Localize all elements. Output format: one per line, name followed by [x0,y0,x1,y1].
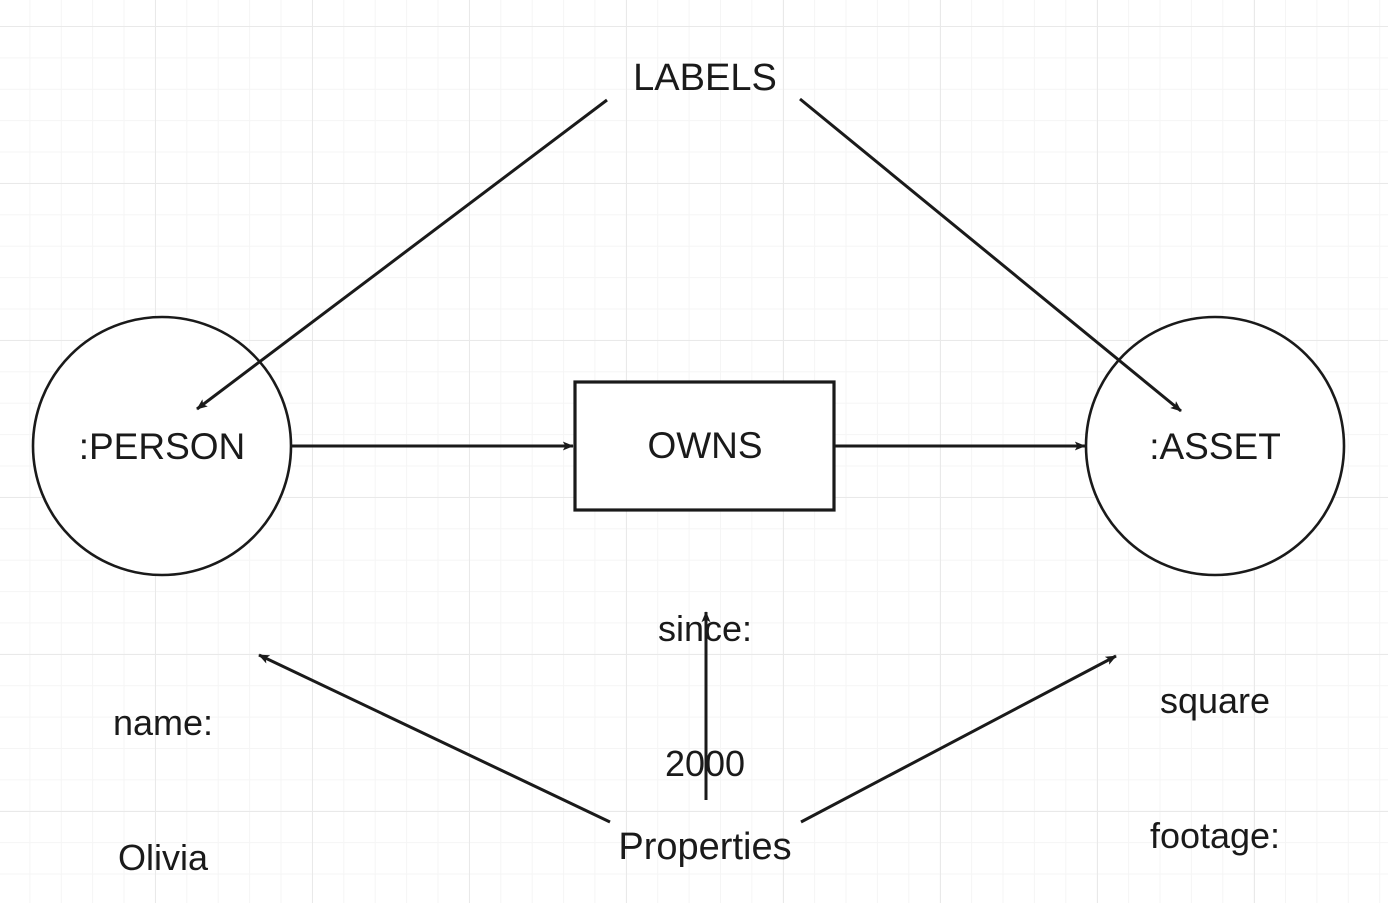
labels-callout-text: LABELS [633,57,777,99]
properties-to-name-edge [258,653,611,824]
person-property-value: Olivia [117,837,209,878]
labels-to-person-edge [196,98,608,411]
person-property-key: name: [112,702,214,743]
properties-to-footage-edge [800,654,1117,824]
relationship-property-key: since: [657,608,753,649]
asset-property-key-line2: footage: [1149,815,1281,856]
relationship-property-value: 2000 [664,743,746,784]
node-person-circle[interactable] [31,315,293,577]
person-property-block: name: Olivia [63,610,263,903]
relationship-property-block: since: 2000 [605,516,805,876]
relationship-owns-box[interactable] [573,380,836,512]
asset-property-block: square footage: 3000 [1115,588,1315,903]
labels-to-asset-edge [799,97,1182,413]
node-asset-circle[interactable] [1084,315,1346,577]
asset-property-key-line1: square [1159,680,1271,721]
properties-callout-text: Properties [618,826,792,868]
